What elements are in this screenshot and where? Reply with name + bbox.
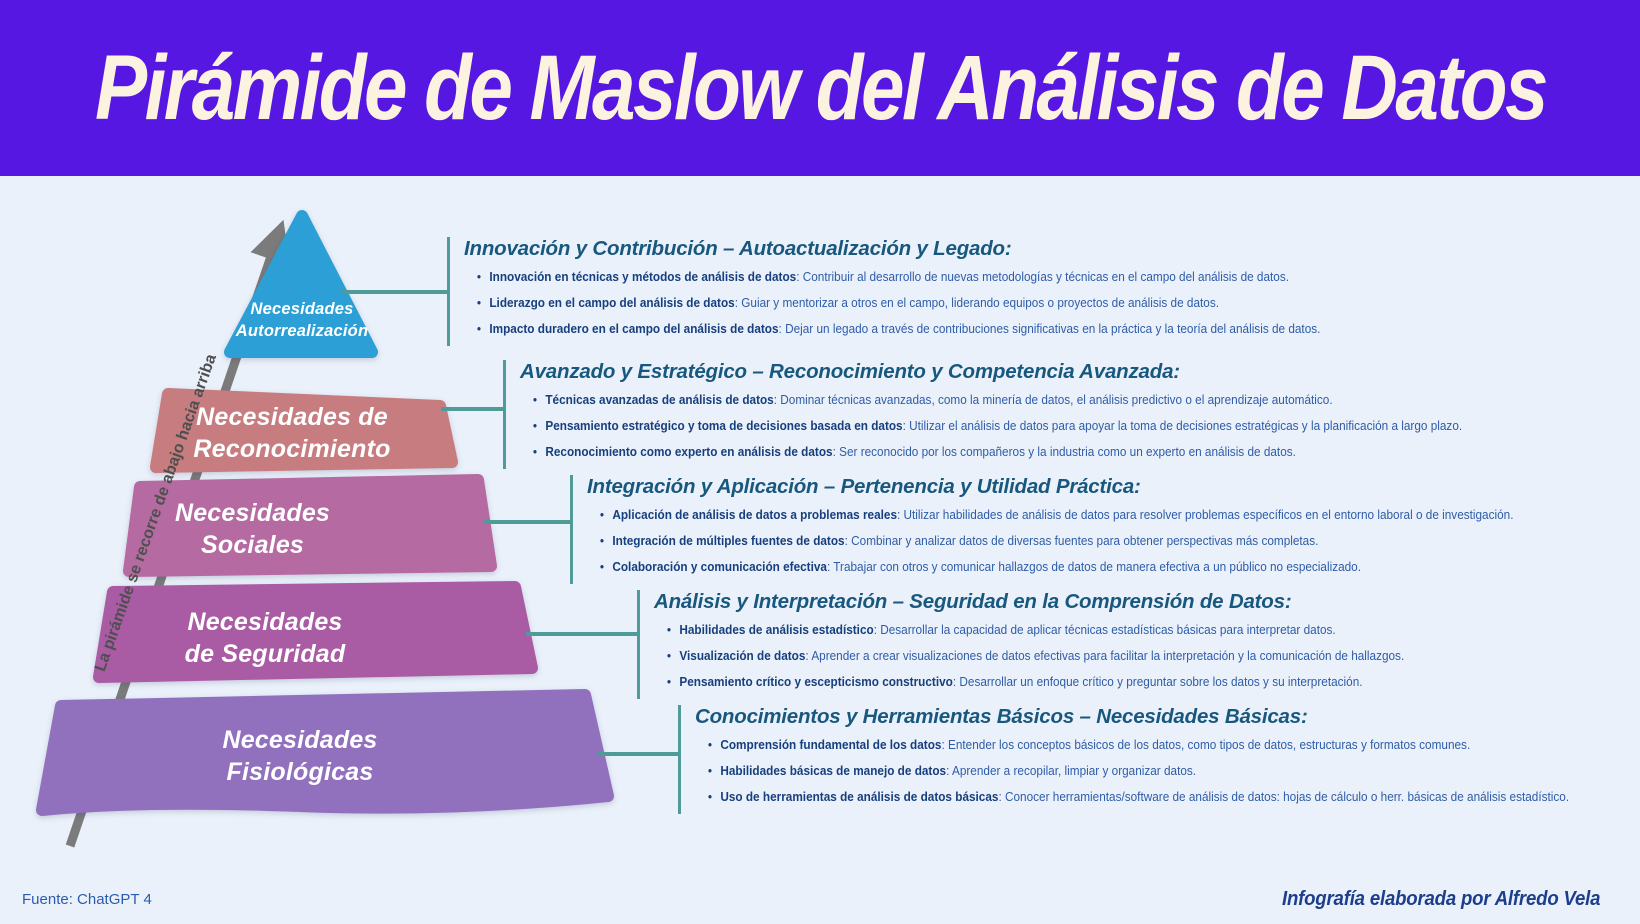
connector-line-1	[341, 290, 447, 294]
block-seguridad: Análisis y Interpretación – Seguridad en…	[637, 590, 1469, 699]
bullet-dot: •	[666, 622, 672, 637]
block-sociales: Integración y Aplicación – Pertenencia y…	[570, 475, 1594, 584]
block-title: Conocimientos y Herramientas Básicos – N…	[695, 705, 1308, 728]
bullet-dot: •	[707, 763, 713, 778]
connector-line-3	[484, 520, 570, 524]
bullet-dot: •	[476, 321, 482, 336]
connector-line-5	[598, 752, 678, 756]
bullet-item: • Innovación en técnicas y métodos de an…	[476, 269, 1290, 284]
bullet-dot: •	[666, 648, 672, 663]
bullet-dot: •	[532, 418, 538, 433]
bullet-item: • Pensamiento estratégico y toma de deci…	[532, 418, 1463, 433]
bullet-item: • Habilidades básicas de manejo de datos…	[707, 763, 1197, 778]
pyramid-label-fisiologicas: Necesidades Fisiológicas	[222, 726, 378, 786]
bullet-dot: •	[666, 674, 672, 689]
bullet-dot: •	[599, 559, 605, 574]
bullet-item: • Pensamiento crítico y escepticismo con…	[666, 674, 1363, 689]
bullet-item: • Comprensión fundamental de los datos: …	[707, 737, 1471, 752]
bullet-dot: •	[707, 737, 713, 752]
bullet-item: • Impacto duradero en el campo del análi…	[476, 321, 1321, 336]
bullet-dot: •	[476, 269, 482, 284]
bullet-dot: •	[707, 789, 713, 804]
credit-note: Infografía elaborada por Alfredo Vela	[1281, 888, 1601, 910]
block-title: Integración y Aplicación – Pertenencia y…	[587, 475, 1141, 498]
pyramid-label-seguridad: Necesidades de Seguridad	[184, 608, 346, 668]
bullet-dot: •	[599, 533, 605, 548]
block-title: Innovación y Contribución – Autoactualiz…	[464, 237, 1012, 260]
bullet-dot: •	[599, 507, 605, 522]
bullet-item: • Colaboración y comunicación efectiva: …	[599, 559, 1361, 574]
block-title: Avanzado y Estratégico – Reconocimiento …	[520, 360, 1180, 383]
pyramid-label-sociales: Necesidades Sociales	[174, 499, 331, 559]
bullet-item: • Uso de herramientas de análisis de dat…	[707, 789, 1570, 804]
source-note: Fuente: ChatGPT 4	[22, 891, 152, 908]
bullet-item: • Técnicas avanzadas de análisis de dato…	[532, 392, 1333, 407]
bullet-item: • Habilidades de análisis estadístico: D…	[666, 622, 1336, 637]
bullet-item: • Integración de múltiples fuentes de da…	[599, 533, 1319, 548]
pyramid-label-autorrealizacion: Necesidades Autorrealización	[235, 300, 369, 341]
connector-line-4	[526, 632, 637, 636]
block-fisiologicas: Conocimientos y Herramientas Básicos – N…	[678, 705, 1640, 814]
connector-line-2	[441, 407, 503, 411]
block-reconocimiento: Avanzado y Estratégico – Reconocimiento …	[503, 360, 1544, 469]
bullet-item: • Liderazgo en el campo del análisis de …	[476, 295, 1219, 310]
bullet-dot: •	[476, 295, 482, 310]
page-title: Pirámide de Maslow del Análisis de Datos	[94, 36, 1548, 139]
bullet-item: • Aplicación de análisis de datos a prob…	[599, 507, 1514, 522]
block-title: Análisis y Interpretación – Seguridad en…	[654, 590, 1292, 613]
bullet-item: • Reconocimiento como experto en análisi…	[532, 444, 1296, 459]
bullet-item: • Visualización de datos: Aprender a cre…	[666, 648, 1405, 663]
pyramid-label-reconocimiento: Necesidades de Reconocimiento	[193, 403, 391, 463]
bullet-dot: •	[532, 392, 538, 407]
bullet-dot: •	[532, 444, 538, 459]
header-band: Pirámide de Maslow del Análisis de Datos	[0, 0, 1640, 176]
block-autorrealizacion: Innovación y Contribución – Autoactualiz…	[447, 237, 1395, 346]
